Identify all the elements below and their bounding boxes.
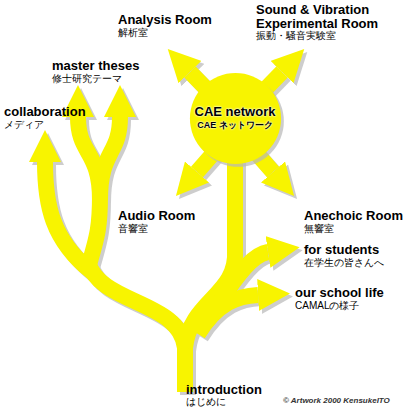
circle-title: CAE network <box>195 104 276 119</box>
circle-subtitle: CAE ネットワーク <box>197 119 273 132</box>
room-label: our school life <box>295 286 384 300</box>
room-label-ja: はじめに <box>186 397 226 408</box>
room-label: Sound & Vibration Experimental Room <box>256 3 396 30</box>
room-label: Audio Room <box>118 209 195 223</box>
room-label-ja: 修士研究テーマ <box>52 74 122 85</box>
network-circle: CAE networkCAE ネットワーク <box>189 72 282 165</box>
room-label: introduction <box>186 383 262 397</box>
room-label-ja: 在学生の皆さんへ <box>304 258 384 269</box>
room-label-ja: CAMALの様子 <box>295 301 359 312</box>
room-label: collaboration <box>4 105 86 119</box>
room-label-ja: 解析室 <box>118 28 148 39</box>
room-label: master theses <box>52 59 139 73</box>
room-label: Anechoic Room <box>304 209 403 223</box>
room-label: Analysis Room <box>118 13 212 27</box>
room-label: for students <box>304 243 379 257</box>
room-label-ja: 振動・騒音実験室 <box>256 31 336 42</box>
copyright-note: © Artwork 2000 KensukeITO <box>283 397 390 405</box>
room-label-ja: 無響室 <box>304 224 334 235</box>
room-label-ja: メディア <box>4 120 44 131</box>
room-label-ja: 音響室 <box>118 224 148 235</box>
